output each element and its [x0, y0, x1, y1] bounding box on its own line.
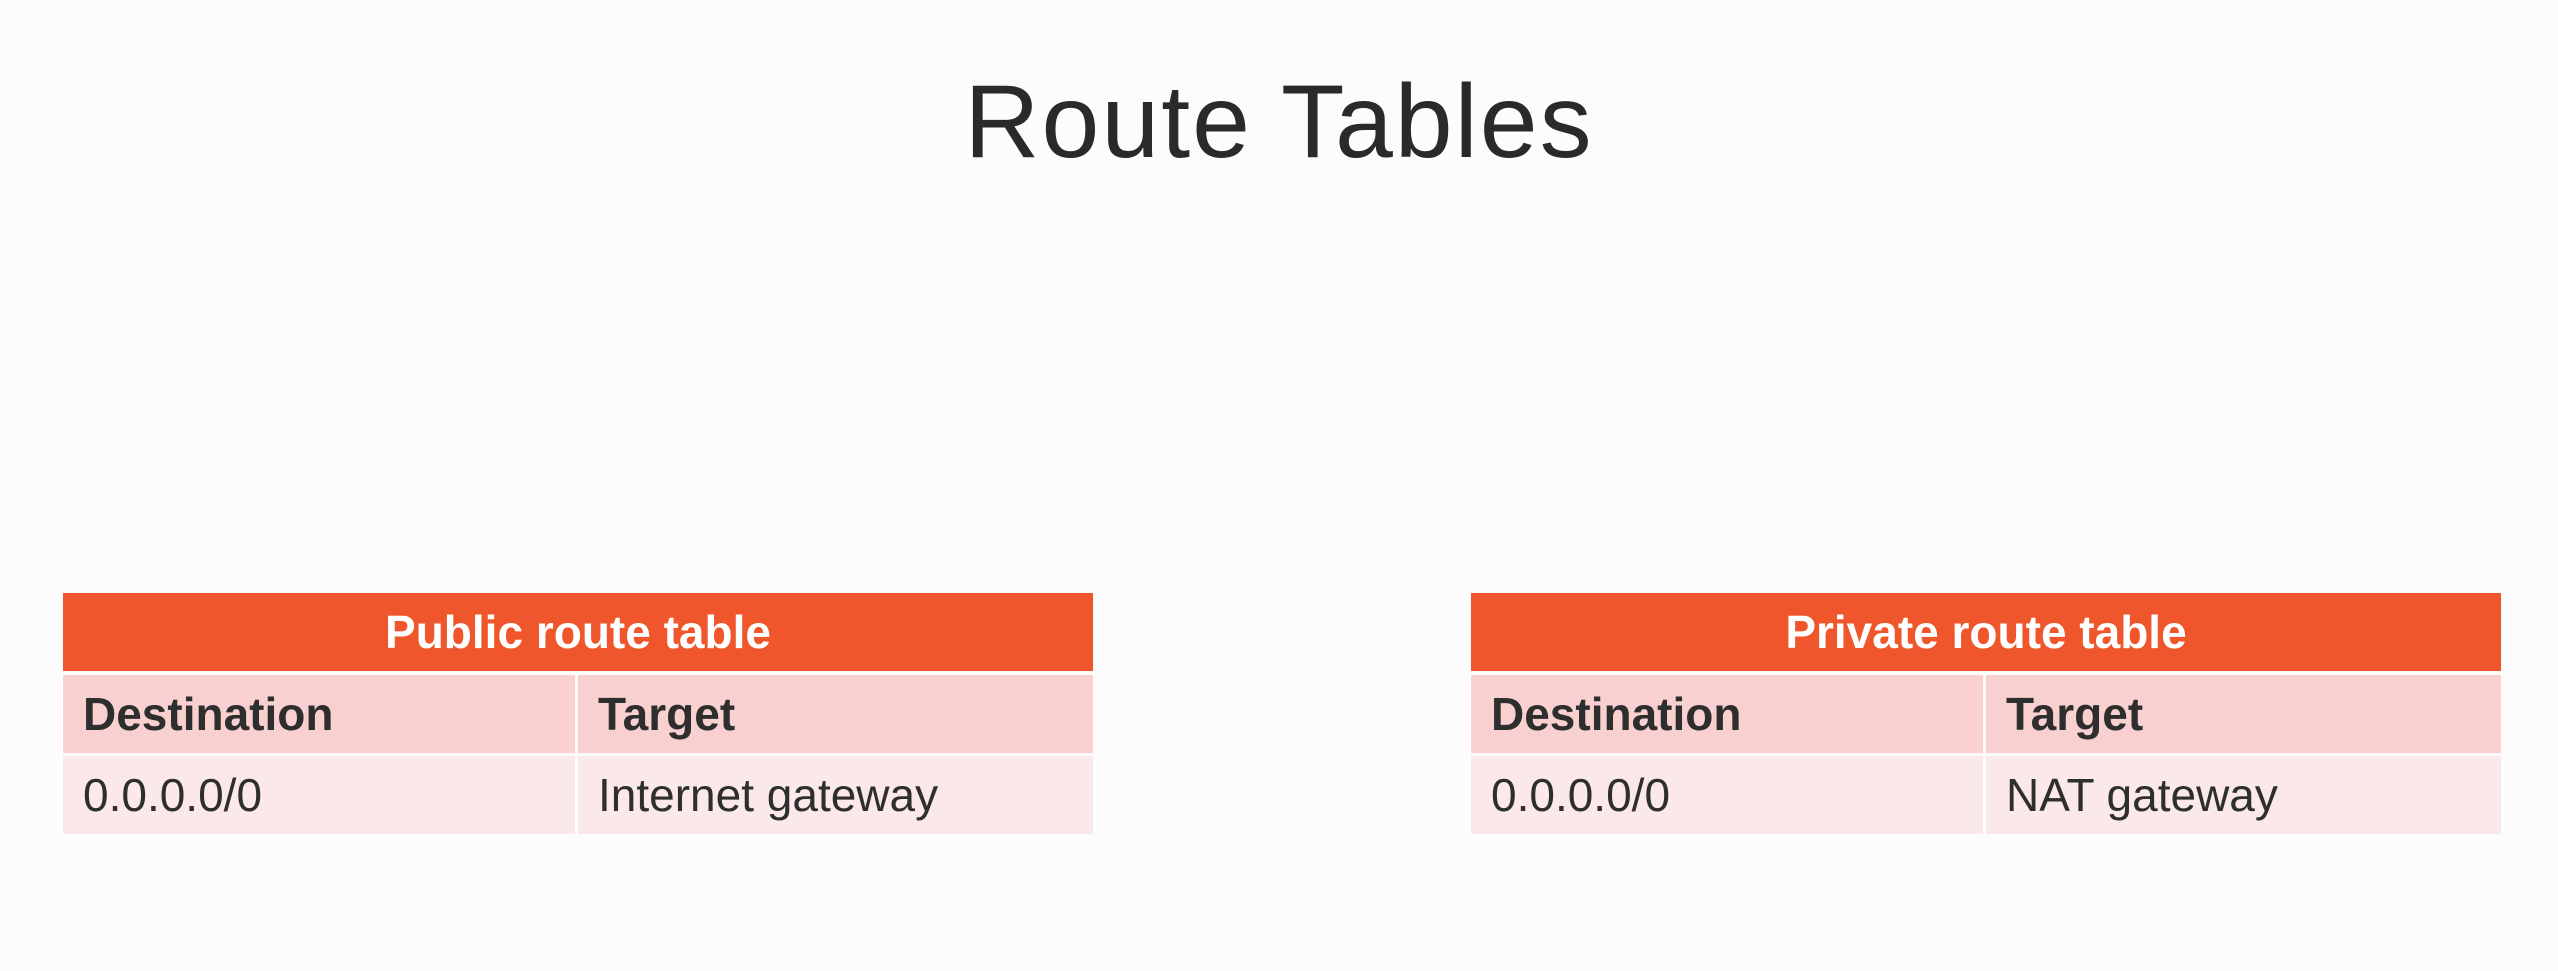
private-route-table-row: 0.0.0.0/0 NAT gateway: [1471, 756, 2501, 834]
public-target-column-header: Target: [578, 675, 1093, 753]
private-route-table-header-row: Destination Target: [1471, 675, 2501, 753]
public-route-table-row: 0.0.0.0/0 Internet gateway: [63, 756, 1093, 834]
public-destination-cell: 0.0.0.0/0: [63, 756, 575, 834]
private-target-column-header: Target: [1986, 675, 2501, 753]
private-route-table-title: Private route table: [1471, 593, 2501, 671]
private-target-cell: NAT gateway: [1986, 756, 2501, 834]
private-route-table: Private route table Destination Target 0…: [1471, 593, 2501, 834]
public-route-table: Public route table Destination Target 0.…: [63, 593, 1093, 834]
public-route-table-title: Public route table: [63, 593, 1093, 671]
public-target-cell: Internet gateway: [578, 756, 1093, 834]
slide-title: Route Tables: [964, 64, 1594, 180]
public-route-table-header-row: Destination Target: [63, 675, 1093, 753]
private-destination-column-header: Destination: [1471, 675, 1983, 753]
public-destination-column-header: Destination: [63, 675, 575, 753]
private-destination-cell: 0.0.0.0/0: [1471, 756, 1983, 834]
